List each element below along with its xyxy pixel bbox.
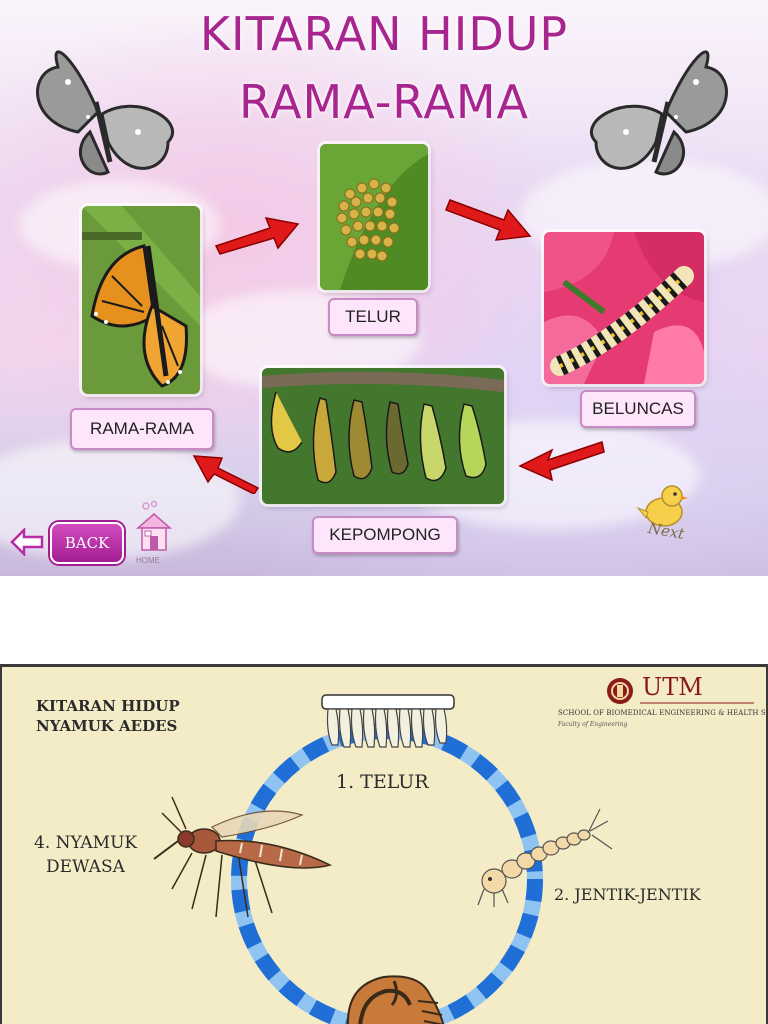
- butterfly-lifecycle-slide: KITARAN HIDUP RAMA-RAMA: [0, 0, 768, 576]
- stage-label-telur: 1. TELUR: [336, 771, 429, 793]
- arrow-up-left-icon: [192, 455, 260, 494]
- stage-label-beluncas: BELUNCAS: [580, 390, 696, 428]
- butterfly-left-icon: [36, 50, 175, 176]
- back-arrow-icon[interactable]: [10, 528, 44, 556]
- stage-label-nyamuk-line2: DEWASA: [46, 857, 125, 877]
- utm-logo-icon: [607, 678, 754, 704]
- slide-title-line2: RAMA-RAMA: [238, 75, 530, 129]
- butterfly-right-icon: [589, 50, 728, 176]
- stage-label-telur: TELUR: [328, 298, 418, 336]
- slide-title-line1: KITARAN HIDUP: [199, 7, 569, 61]
- home-icon[interactable]: [134, 500, 174, 556]
- stage-label-jentik-jentik: 2. JENTIK-JENTIK: [554, 885, 701, 904]
- egg-photo: [320, 144, 428, 290]
- arrow-right-icon: [214, 217, 300, 255]
- mosquito-icon: [153, 796, 333, 918]
- larva-icon: [477, 808, 613, 907]
- home-label[interactable]: HOME: [136, 556, 160, 565]
- caterpillar-photo: [544, 232, 704, 384]
- mosquito-lifecycle-slide: KITARAN HIDUP NYAMUK AEDES UTM SCHOOL OF…: [0, 664, 768, 1024]
- pupa-icon: [347, 975, 445, 1024]
- back-button[interactable]: BACK: [50, 522, 124, 564]
- arrow-left-icon: [518, 441, 605, 482]
- stage-label-nyamuk-line1: 4. NYAMUK: [34, 833, 138, 853]
- utm-logo-text: UTM: [642, 673, 703, 701]
- arrow-down-right-icon: [445, 199, 532, 241]
- utm-school-name: SCHOOL OF BIOMEDICAL ENGINEERING & HEALT…: [558, 709, 766, 717]
- adult-butterfly-photo: [82, 206, 200, 394]
- slide2-title-line1: KITARAN HIDUP: [36, 697, 180, 715]
- stage-label-rama-rama: RAMA-RAMA: [70, 408, 214, 450]
- chrysalis-photo: [262, 368, 504, 504]
- slide2-title-line2: NYAMUK AEDES: [36, 717, 178, 735]
- chick-icon: [636, 485, 688, 527]
- utm-faculty-name: Faculty of Engineering: [558, 721, 628, 728]
- egg-raft-icon: [321, 694, 455, 748]
- stage-label-kepompong: KEPOMPONG: [312, 516, 458, 554]
